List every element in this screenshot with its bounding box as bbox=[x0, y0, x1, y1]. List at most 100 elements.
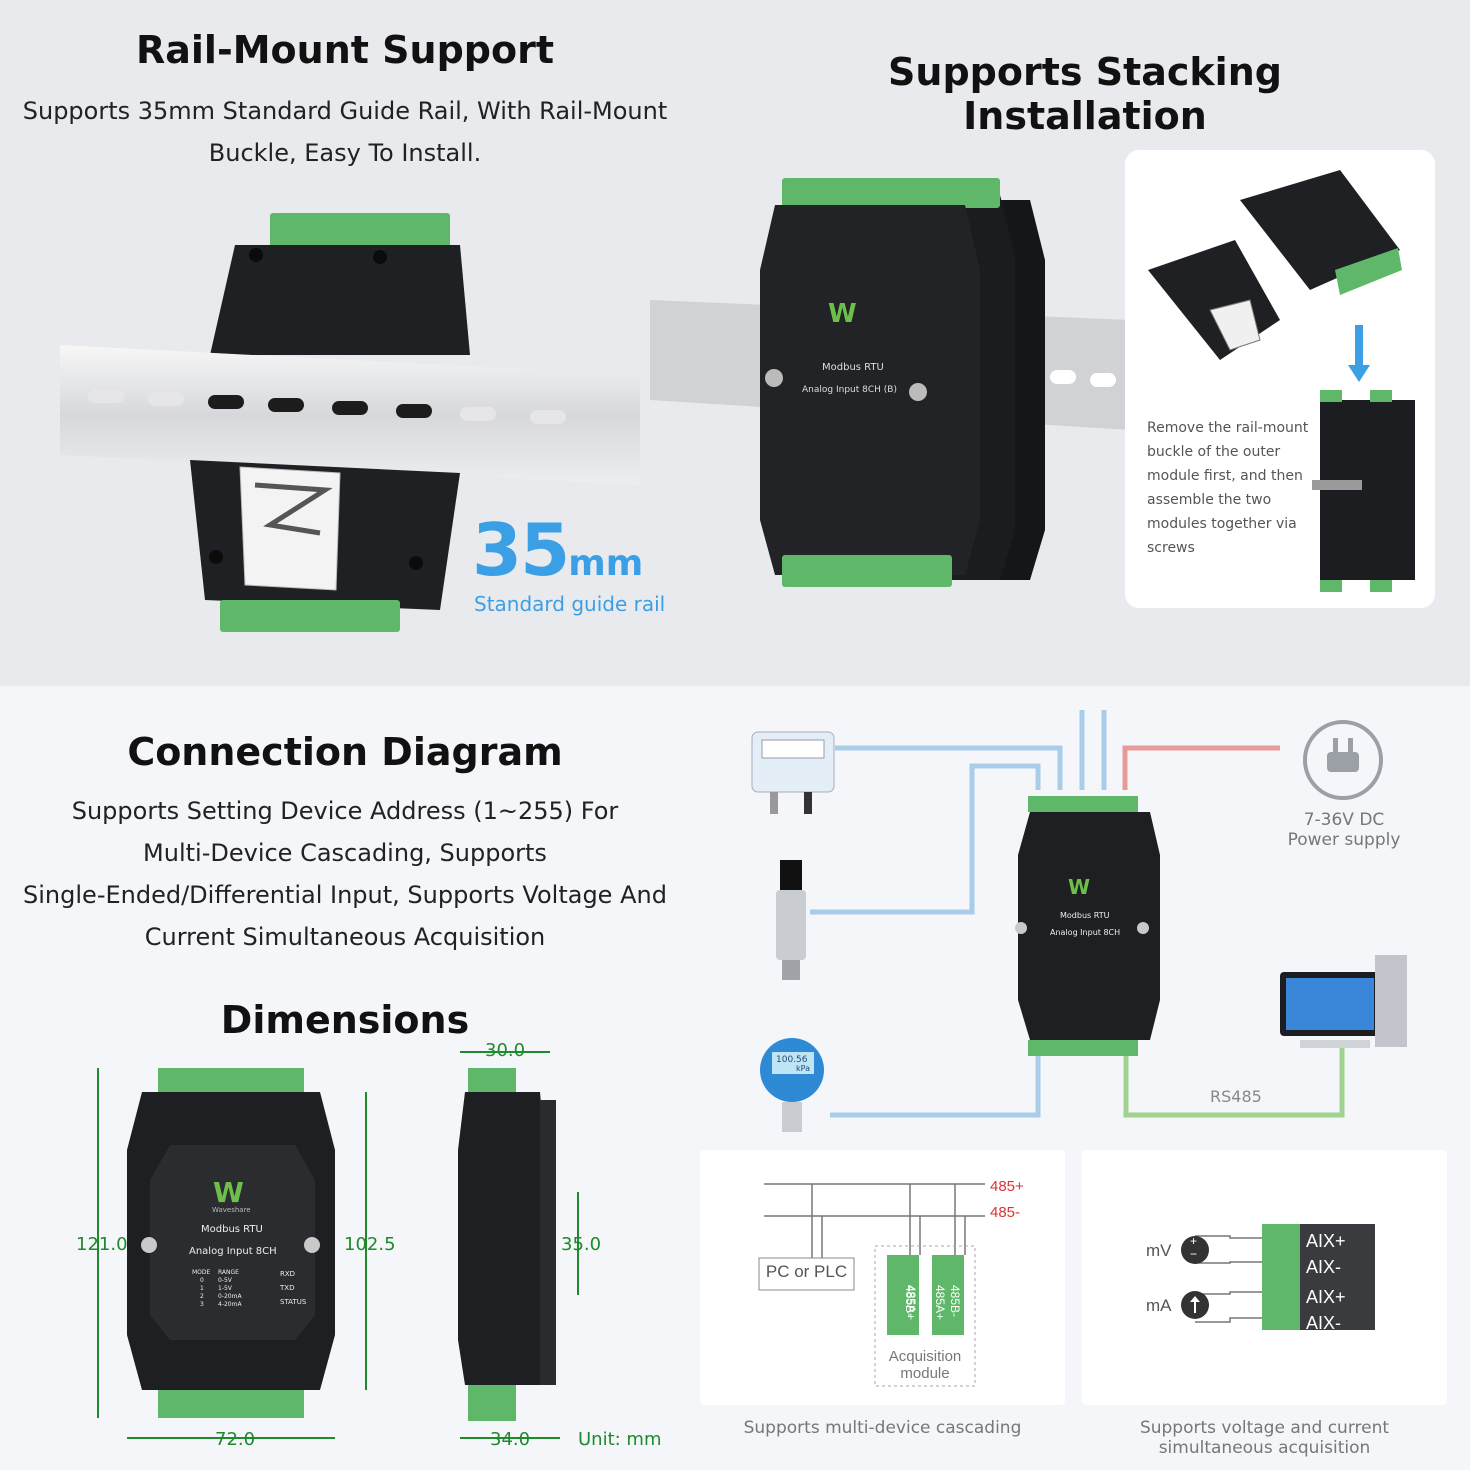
led-label: TXD bbox=[279, 1284, 294, 1292]
minus-sign: − bbox=[1190, 1247, 1198, 1261]
module-upper-body bbox=[210, 245, 470, 355]
simultaneous-diagram bbox=[1181, 1224, 1375, 1330]
cascade-host: PC or PLC bbox=[765, 1262, 848, 1281]
table-header: RANGE bbox=[218, 1269, 239, 1276]
power-wire bbox=[1122, 745, 1280, 790]
pressure-transmitter-icon bbox=[780, 860, 802, 890]
dim-depth-bottom: 34.0 bbox=[490, 1429, 531, 1450]
table-cell: 0-5V bbox=[218, 1277, 233, 1284]
dim-height-body: 102.5 bbox=[344, 1234, 396, 1255]
rail-mount-title: Rail-Mount Support bbox=[136, 28, 554, 72]
rail-mount-subtitle-line2: Buckle, Easy To Install. bbox=[208, 139, 482, 167]
rs485-label: RS485 bbox=[1210, 1087, 1262, 1106]
stack-terminal-bottom bbox=[782, 555, 952, 587]
dim-depth-top: 30.0 bbox=[485, 1040, 526, 1061]
connection-diagram: 100.56 kPa W Modbus RTU Analog Input 8CH bbox=[751, 710, 1407, 1132]
svg-text:W: W bbox=[1068, 875, 1090, 899]
simultaneous-caption-line: Supports voltage and current bbox=[1139, 1418, 1390, 1438]
rail-mount-subtitle-line1: Supports 35mm Standard Guide Rail, With … bbox=[22, 97, 668, 125]
terminal-block-top bbox=[270, 213, 450, 253]
table-cell: 2 bbox=[200, 1293, 204, 1300]
cascade-485-minus: 485- bbox=[990, 1204, 1021, 1221]
rail-slots bbox=[208, 395, 432, 418]
dim-unit: Unit: mm bbox=[578, 1429, 662, 1450]
connection-desc-line: Supports Setting Device Address (1~255) … bbox=[71, 797, 619, 825]
terminal-labels: AIX+ AIX- AIX+ AIX- bbox=[1306, 1228, 1346, 1336]
terminal-label: AIX- bbox=[1306, 1257, 1342, 1277]
svg-text:W: W bbox=[213, 1176, 244, 1209]
gauge-unit: kPa bbox=[796, 1064, 810, 1073]
cascade-module-label-line: module bbox=[900, 1365, 950, 1382]
dim-lines-side bbox=[460, 1051, 579, 1439]
rail-mount-illustration bbox=[60, 213, 640, 632]
diagram-module-name: Modbus RTU bbox=[1060, 911, 1110, 920]
stack-terminal-top bbox=[782, 178, 1000, 208]
ma-label: mA bbox=[1146, 1296, 1172, 1315]
dim-width-total: 72.0 bbox=[215, 1429, 256, 1450]
dim-mode-table: MODE RANGE 0 0-5V 1 1-5V 2 0-20mA 3 4-20… bbox=[192, 1269, 242, 1308]
stacking-note-line: screws bbox=[1147, 540, 1195, 556]
terminal-label: AIX+ bbox=[1306, 1287, 1346, 1307]
dim-side-terminal-bottom bbox=[468, 1385, 516, 1421]
voltage-source-icon bbox=[1181, 1236, 1209, 1264]
power-label-line: 7-36V DC bbox=[1303, 810, 1385, 830]
table-cell: 1-5V bbox=[218, 1285, 233, 1292]
dimensions-title: Dimensions bbox=[220, 998, 470, 1042]
stacking-note-card: Remove the rail-mount buckle of the oute… bbox=[1125, 150, 1435, 608]
dim-module-name: Modbus RTU bbox=[201, 1224, 263, 1235]
diagram-module-desc: Analog Input 8CH bbox=[1050, 928, 1120, 937]
dim-side-module bbox=[458, 1092, 545, 1385]
dim-height-total: 121.0 bbox=[76, 1234, 128, 1255]
screw-icon bbox=[304, 1237, 320, 1253]
dim-brand: Waveshare bbox=[212, 1206, 251, 1214]
table-cell: 0-20mA bbox=[218, 1293, 242, 1300]
simultaneous-card: mV mA + − AIX+ AIX- AIX+ AIX- bbox=[1082, 1150, 1447, 1405]
simultaneous-caption-line: simultaneous acquisition bbox=[1158, 1438, 1371, 1458]
dim-terminal-top bbox=[158, 1068, 304, 1094]
led-label: STATUS bbox=[280, 1298, 307, 1306]
connection-desc-line: Current Simultaneous Acquisition bbox=[144, 923, 546, 951]
stack-front-module bbox=[760, 205, 980, 575]
connection-desc-line: Multi-Device Cascading, Supports bbox=[143, 839, 547, 867]
cascade-pin-a2: 485B- bbox=[903, 1285, 917, 1318]
connection-description: Supports Setting Device Address (1~255) … bbox=[20, 790, 670, 958]
terminal-label: AIX- bbox=[1306, 1313, 1342, 1333]
stacking-note-line: Remove the rail-mount bbox=[1147, 420, 1309, 436]
simultaneous-caption: Supports voltage and current simultaneou… bbox=[1082, 1418, 1447, 1458]
stacking-note-line: buckle of the outer bbox=[1147, 444, 1281, 460]
stacking-exploded-illustration bbox=[1148, 170, 1415, 592]
power-plug-icon bbox=[1303, 720, 1383, 800]
rail-mount-subtitle: Supports 35mm Standard Guide Rail, With … bbox=[20, 90, 670, 174]
svg-text:W: W bbox=[828, 299, 857, 329]
cascade-pin-a1: 485A+ bbox=[904, 1285, 918, 1321]
stacked-modules-illustration: W Modbus RTU Analog Input 8CH (B) bbox=[650, 178, 1130, 587]
table-cell: 4-20mA bbox=[218, 1301, 242, 1308]
gauge-reading: 100.56 bbox=[776, 1055, 808, 1065]
rail-size-value: 35 bbox=[472, 508, 570, 592]
rail-size-label: 35mm bbox=[472, 508, 643, 592]
cascade-caption: Supports multi-device cascading bbox=[743, 1418, 1022, 1438]
stacking-note-line: assemble the two bbox=[1147, 492, 1272, 508]
screw-icon bbox=[141, 1237, 157, 1253]
table-header: MODE bbox=[192, 1269, 211, 1276]
connection-desc-line: Single-Ended/Differential Input, Support… bbox=[23, 881, 667, 909]
diagram-terminal-bottom bbox=[1028, 1040, 1138, 1056]
terminal-block-bottom bbox=[220, 600, 400, 632]
cascade-pin-b1: 485A+ bbox=[933, 1285, 947, 1321]
table-cell: 1 bbox=[200, 1285, 204, 1292]
cascade-485-plus: 485+ bbox=[990, 1178, 1024, 1195]
dimensions-drawing: W Waveshare Modbus RTU Analog Input 8CH … bbox=[97, 1051, 579, 1439]
stack-module-desc: Analog Input 8CH (B) bbox=[802, 385, 897, 395]
cascade-module-label: Acquisition module bbox=[875, 1348, 975, 1382]
terminal-label: AIX+ bbox=[1306, 1231, 1346, 1251]
stacking-note-line: module first, and then bbox=[1147, 468, 1303, 484]
stack-module-name: Modbus RTU bbox=[822, 362, 884, 373]
table-cell: 3 bbox=[200, 1301, 204, 1308]
dim-module-desc: Analog Input 8CH bbox=[189, 1246, 277, 1257]
mv-label: mV bbox=[1146, 1241, 1172, 1260]
stacking-title: Supports Stacking Installation bbox=[888, 50, 1282, 138]
diagram-module bbox=[1018, 812, 1160, 1040]
power-supply-label: 7-36V DC Power supply bbox=[1262, 810, 1426, 850]
led-label: RXD bbox=[280, 1270, 295, 1278]
cascade-card: 485+ 485- PC or PLC 485A+ 485B- 485A+ 48… bbox=[700, 1150, 1065, 1405]
